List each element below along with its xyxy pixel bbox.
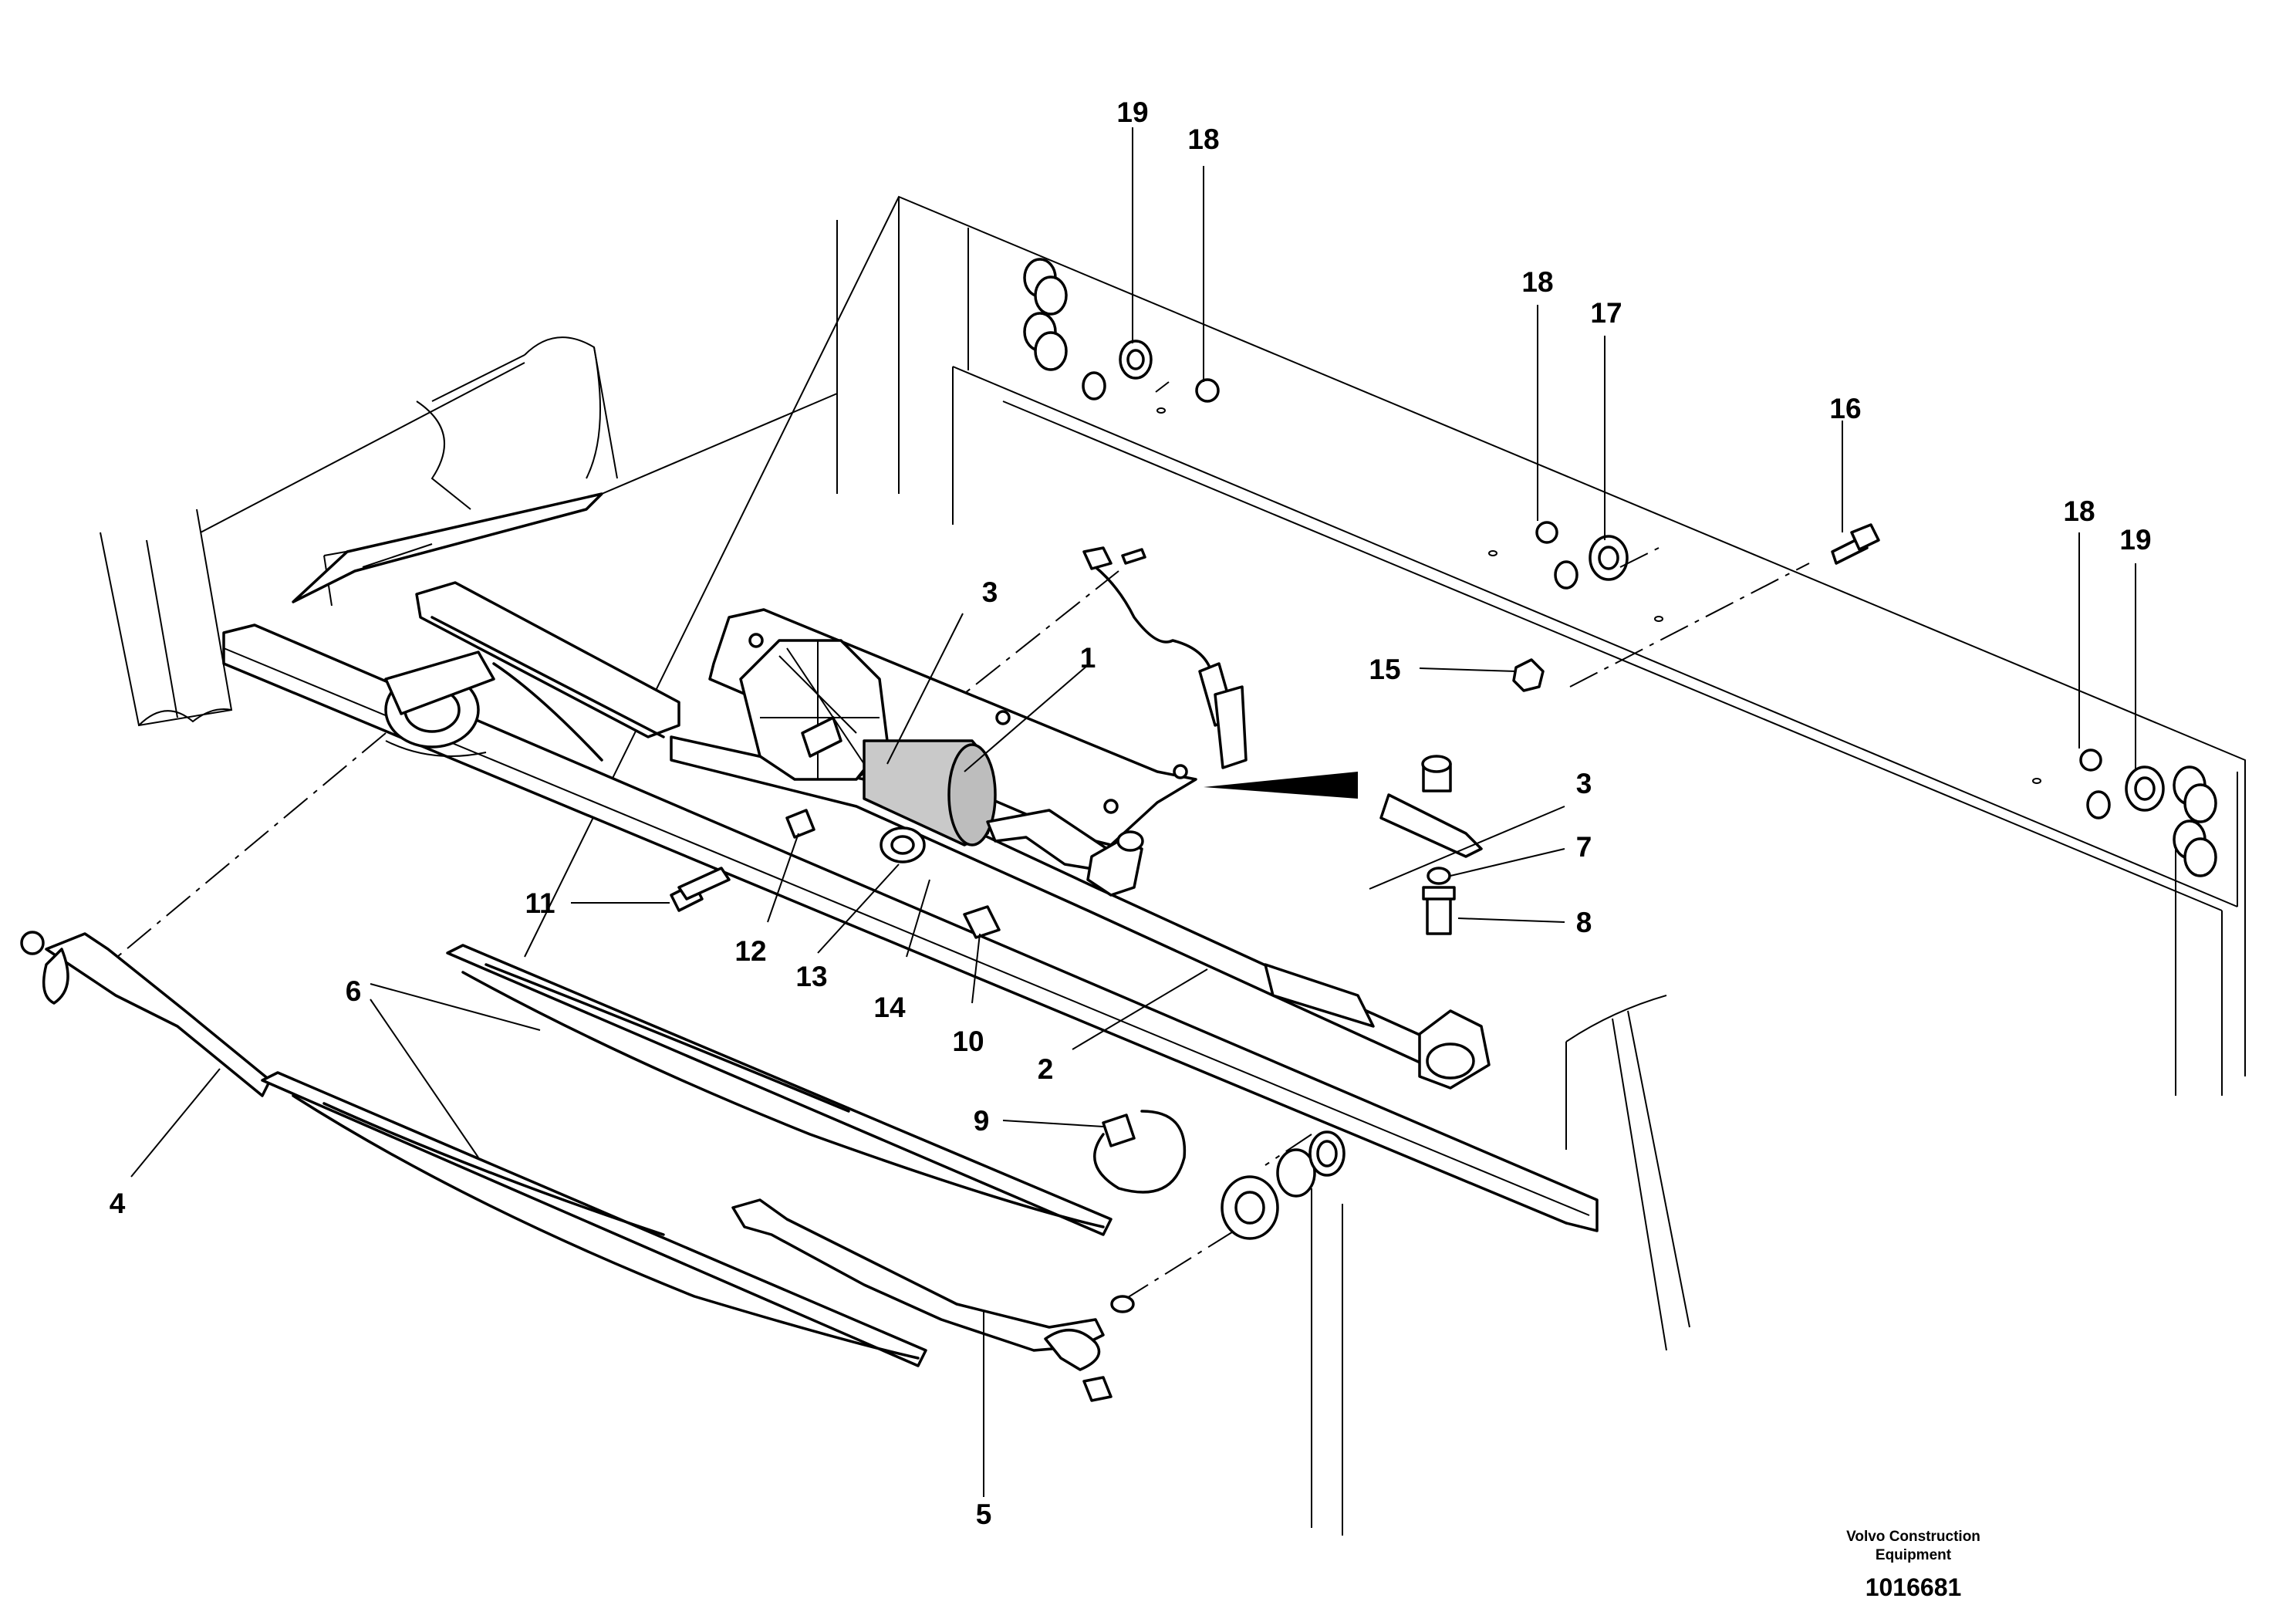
callout-8: 8 [1576,907,1592,938]
callout-19-right: 19 [2119,524,2151,556]
callout-11: 11 [525,887,555,919]
leader-lines [130,127,2136,1497]
callout-17: 17 [1590,297,1622,329]
wiper-linkage [384,546,1545,1240]
callout-7: 7 [1576,831,1592,863]
caption-company-line2: Equipment [1876,1547,1952,1563]
callout-18-mid: 18 [1521,266,1553,298]
wiper-arms-blades [20,931,1135,1402]
callout-9: 9 [974,1105,990,1137]
figure-caption: Volvo Construction Equipment 1016681 [1846,1529,1980,1601]
callout-10: 10 [952,1026,984,1057]
callout-16: 16 [1829,393,1861,424]
callout-15: 15 [1369,654,1400,685]
callout-18-right: 18 [2063,495,2095,527]
callout-1: 1 [1080,642,1096,674]
callout-3-right: 3 [1576,768,1592,799]
callout-labels: 1 2 3 3 4 5 6 7 8 9 10 11 12 13 14 15 16… [110,96,2152,1530]
callout-4: 4 [110,1188,126,1219]
callout-12: 12 [734,935,766,967]
callout-14: 14 [873,992,906,1023]
callout-3-upper: 3 [982,576,998,608]
callout-19-top: 19 [1116,96,1148,128]
cab-structure [100,195,2246,1536]
figure-number: 1016681 [1866,1573,1962,1601]
callout-13: 13 [795,961,827,992]
callout-5: 5 [976,1499,992,1530]
roof-grommets [1023,258,2217,877]
caption-company-line1: Volvo Construction [1846,1529,1980,1545]
callout-6-left: 6 [346,975,362,1007]
callout-2: 2 [1038,1053,1054,1085]
callout-18-top: 18 [1187,123,1219,155]
